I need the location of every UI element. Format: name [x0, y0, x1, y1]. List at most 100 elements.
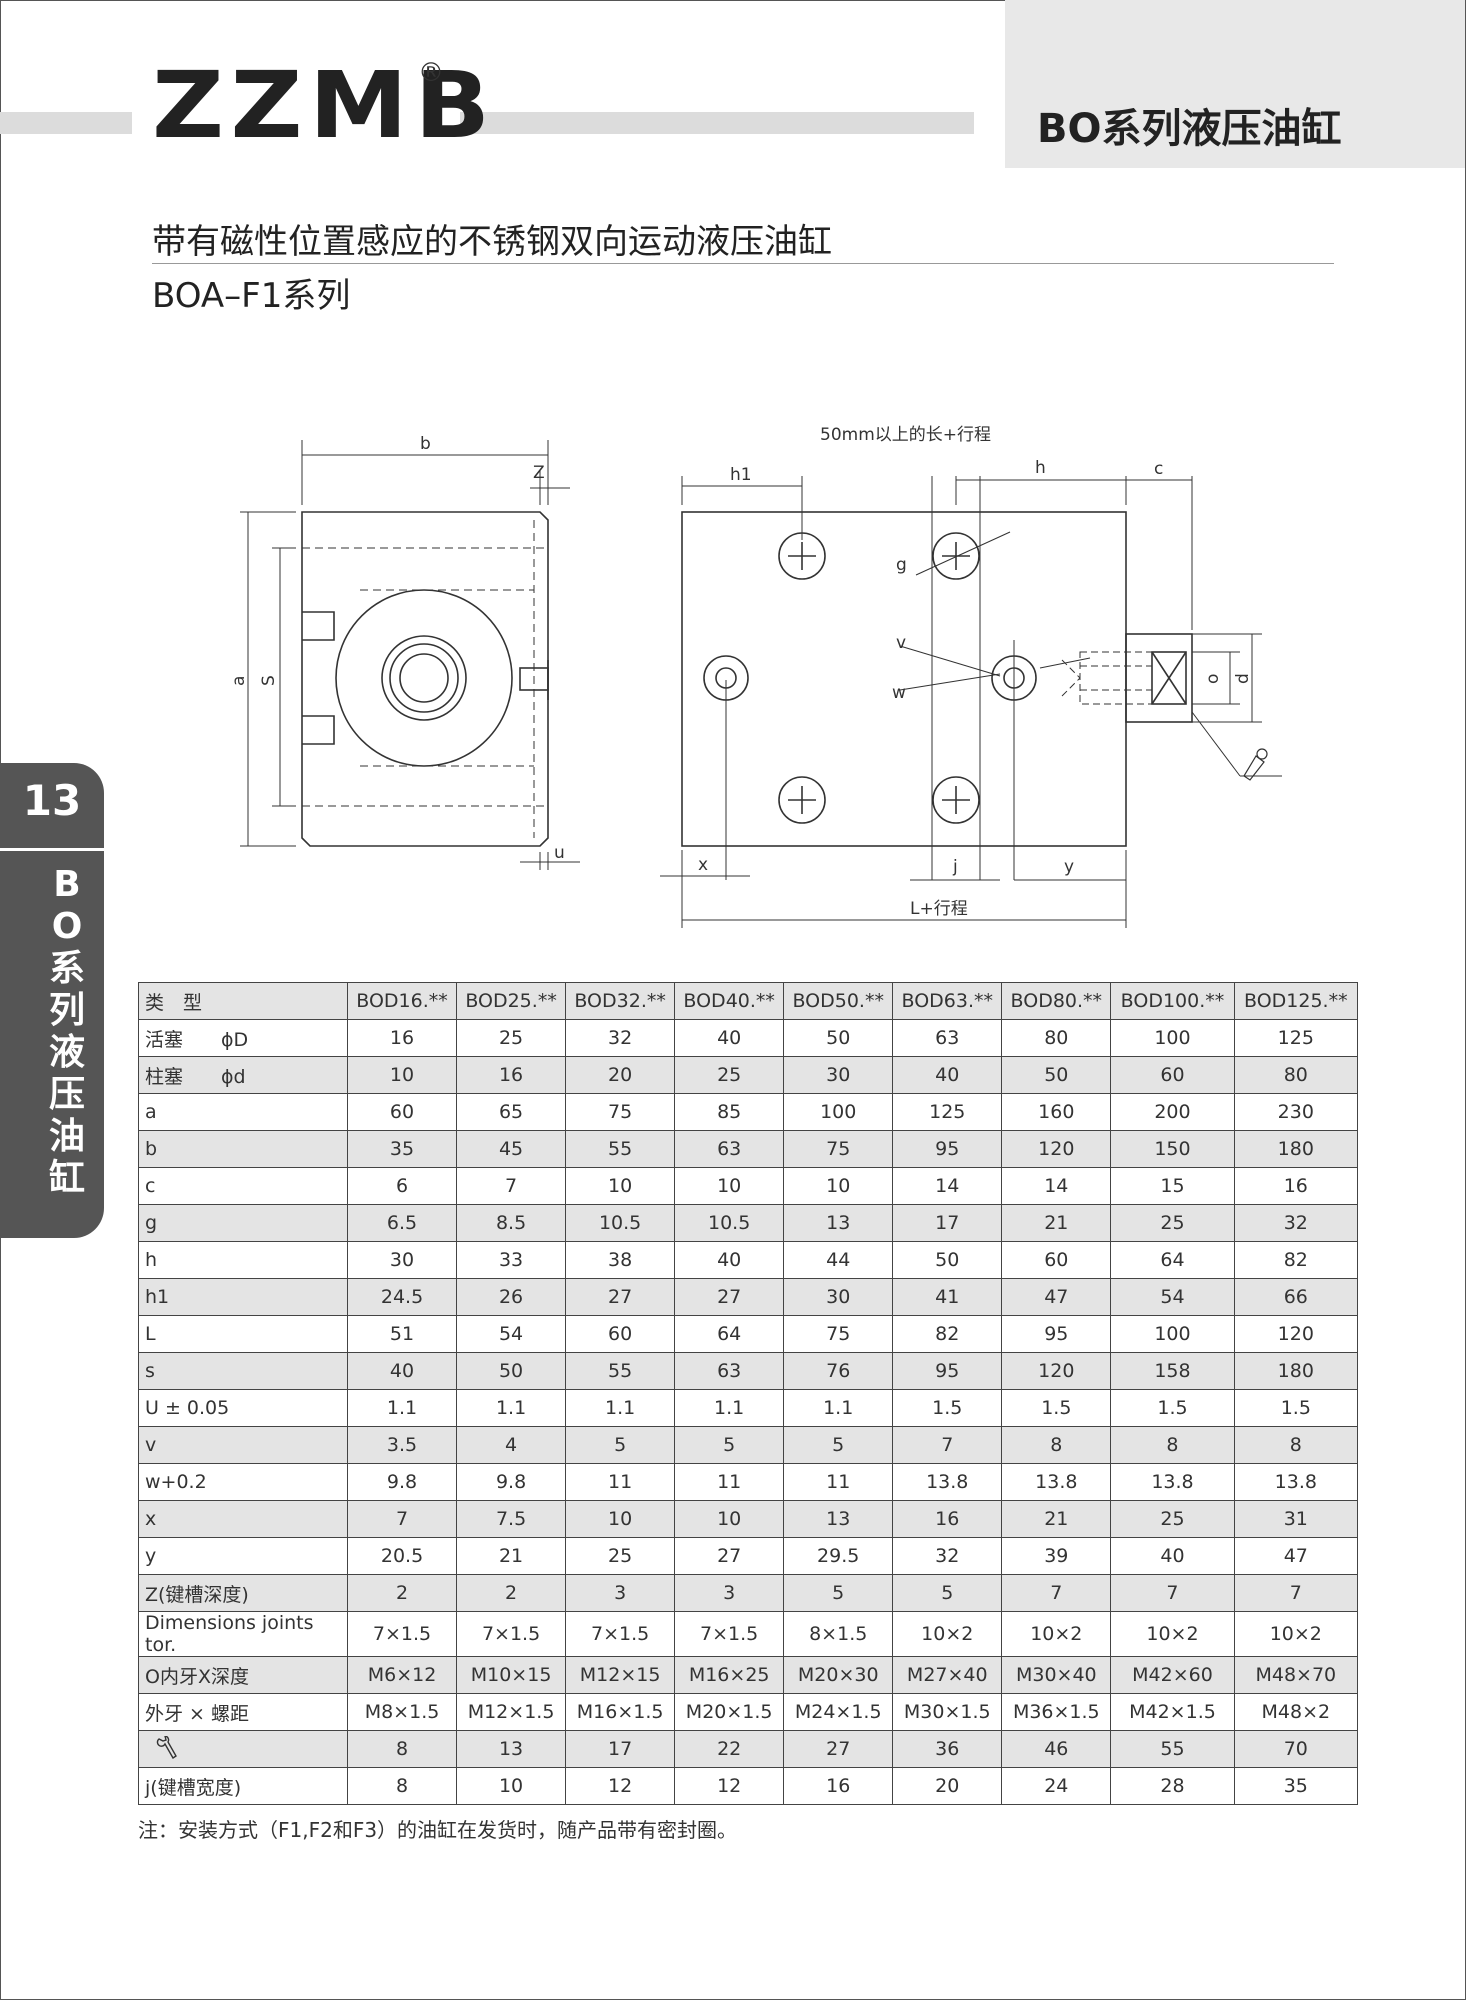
- table-cell: 55: [1110, 1730, 1235, 1768]
- model-header: BOD100.**: [1110, 982, 1235, 1020]
- table-cell: M6×12: [346, 1656, 458, 1694]
- table-cell: 13.8: [1001, 1463, 1112, 1501]
- table-cell: 45: [456, 1130, 567, 1168]
- row-label: y: [138, 1537, 348, 1575]
- table-cell: 21: [1001, 1204, 1112, 1242]
- label-a: a: [229, 676, 249, 686]
- table-cell: 5: [565, 1426, 676, 1464]
- table-cell: 8.5: [456, 1204, 567, 1242]
- table-cell: 10: [565, 1500, 676, 1538]
- label-z: Z: [533, 463, 545, 483]
- table-cell: 8: [1001, 1426, 1112, 1464]
- table-cell: 7: [892, 1426, 1003, 1464]
- label-b: b: [420, 434, 431, 454]
- table-cell: 180: [1233, 1130, 1359, 1168]
- table-cell: M24×1.5: [783, 1693, 894, 1731]
- table-cell: 7: [456, 1167, 567, 1205]
- table-cell: 8: [1110, 1426, 1235, 1464]
- table-cell: 8: [346, 1767, 458, 1805]
- table-cell: 13: [783, 1204, 894, 1242]
- table-cell: M36×1.5: [1001, 1693, 1112, 1731]
- row-label: b: [138, 1130, 348, 1168]
- table-cell: 25: [565, 1537, 676, 1575]
- table-cell: 46: [1001, 1730, 1112, 1768]
- table-cell: M30×1.5: [892, 1693, 1003, 1731]
- row-label: 外牙 × 螺距: [138, 1693, 348, 1731]
- table-cell: 1.1: [674, 1389, 785, 1427]
- table-cell: 40: [346, 1352, 458, 1390]
- table-cell: 4: [456, 1426, 567, 1464]
- table-cell: M16×1.5: [565, 1693, 676, 1731]
- table-cell: 40: [674, 1019, 785, 1057]
- table-cell: 47: [1233, 1537, 1359, 1575]
- table-cell: 11: [565, 1463, 676, 1501]
- table-cell: 36: [892, 1730, 1003, 1768]
- table-cell: 17: [565, 1730, 676, 1768]
- table-cell: 120: [1001, 1130, 1112, 1168]
- table-cell: 3.5: [346, 1426, 458, 1464]
- table-cell: 10×2: [892, 1611, 1003, 1657]
- row-label: h1: [138, 1278, 348, 1316]
- model-header: BOD40.**: [674, 982, 785, 1020]
- label-u: u: [554, 843, 565, 863]
- table-cell: 8: [1233, 1426, 1359, 1464]
- table-cell: 9.8: [346, 1463, 458, 1501]
- label-g: g: [896, 555, 907, 575]
- table-cell: 5: [674, 1426, 785, 1464]
- row-label: g: [138, 1204, 348, 1242]
- table-cell: 25: [1110, 1204, 1235, 1242]
- table-cell: 75: [783, 1315, 894, 1353]
- row-label: x: [138, 1500, 348, 1538]
- table-cell: M48×2: [1233, 1693, 1359, 1731]
- footnote: 注：安装方式（F1,F2和F3）的油缸在发货时，随产品带有密封圈。: [138, 1818, 738, 1842]
- table-cell: 29.5: [783, 1537, 894, 1575]
- table-cell: 25: [1110, 1500, 1235, 1538]
- row-label: v: [138, 1426, 348, 1464]
- product-title: 带有磁性位置感应的不锈钢双向运动液压油缸: [152, 222, 832, 262]
- table-cell: 54: [1110, 1278, 1235, 1316]
- row-label: a: [138, 1093, 348, 1131]
- table-cell: 15: [1110, 1167, 1235, 1205]
- table-cell: 82: [892, 1315, 1003, 1353]
- table-cell: 50: [456, 1352, 567, 1390]
- table-cell: 39: [1001, 1537, 1112, 1575]
- table-cell: 25: [674, 1056, 785, 1094]
- table-cell: 6.5: [346, 1204, 458, 1242]
- table-cell: 60: [1001, 1241, 1112, 1279]
- table-cell: 10: [674, 1167, 785, 1205]
- table-cell: 200: [1110, 1093, 1235, 1131]
- table-cell: 51: [346, 1315, 458, 1353]
- table-cell: 80: [1001, 1019, 1112, 1057]
- chapter-number: 13: [22, 776, 82, 825]
- table-cell: 38: [565, 1241, 676, 1279]
- table-cell: 41: [892, 1278, 1003, 1316]
- table-cell: 95: [892, 1352, 1003, 1390]
- table-cell: 60: [346, 1093, 458, 1131]
- label-c: c: [1154, 459, 1163, 479]
- table-cell: 14: [1001, 1167, 1112, 1205]
- table-cell: 55: [565, 1130, 676, 1168]
- table-cell: 12: [674, 1767, 785, 1805]
- table-cell: M42×1.5: [1110, 1693, 1235, 1731]
- dimension-table: 类 型 BOD16.** BOD25.** BOD32.** BOD40.** …: [138, 982, 1359, 1805]
- header-bar-left: [0, 112, 132, 134]
- table-cell: 120: [1001, 1352, 1112, 1390]
- row-label: [138, 1730, 348, 1768]
- table-cell: 10: [783, 1167, 894, 1205]
- table-cell: 10: [674, 1500, 785, 1538]
- row-label: w+0.2: [138, 1463, 348, 1501]
- table-cell: 55: [565, 1352, 676, 1390]
- table-cell: 12: [565, 1767, 676, 1805]
- table-cell: 125: [892, 1093, 1003, 1131]
- table-cell: 1.5: [1001, 1389, 1112, 1427]
- header-bar-middle: [460, 112, 974, 134]
- table-cell: 21: [1001, 1500, 1112, 1538]
- product-series-subtitle: BOA–F1系列: [152, 276, 351, 316]
- table-cell: 22: [674, 1730, 785, 1768]
- label-o: o: [1203, 674, 1223, 684]
